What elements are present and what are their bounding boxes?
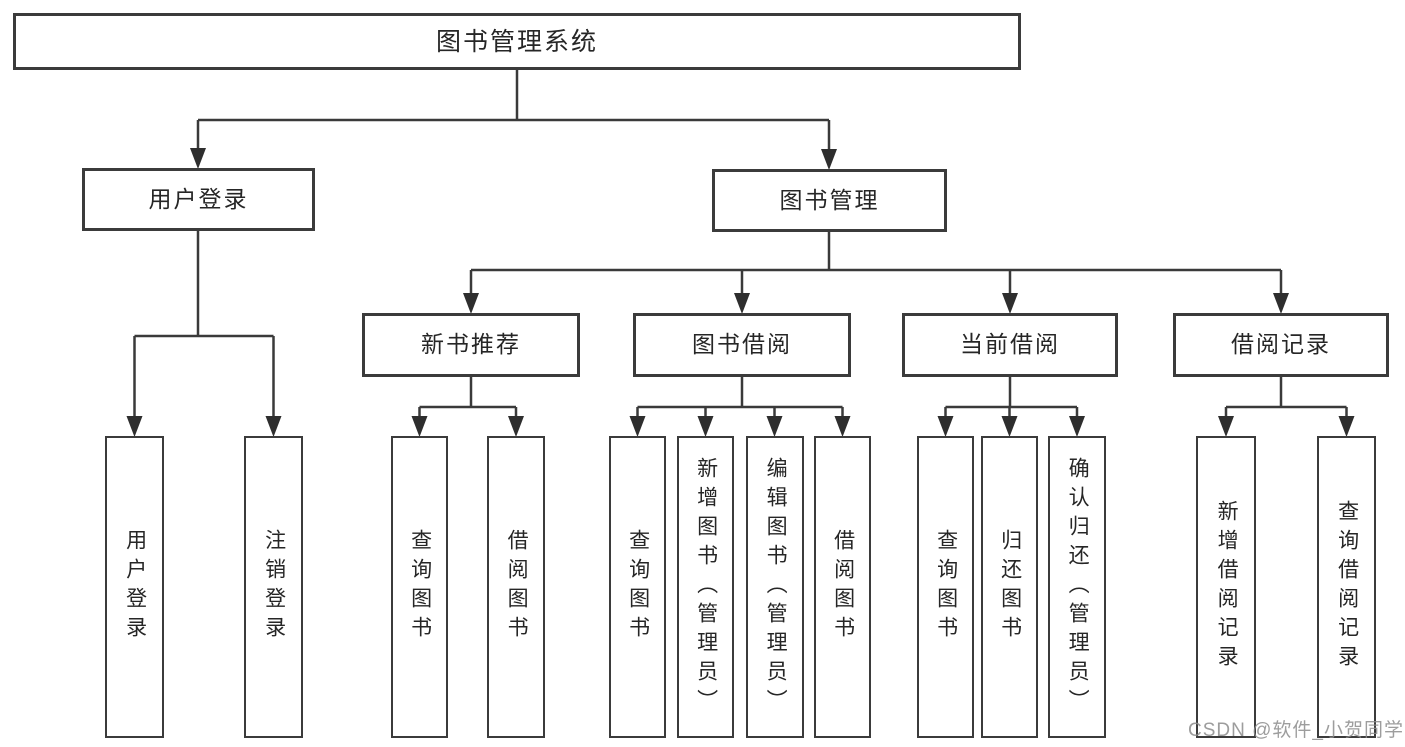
leaf-add-books-admin: 新增图书（管理员） [677,436,734,738]
leaf-add-borrow-record: 新增借阅记录 [1196,436,1256,738]
leaf-label: 借阅图书 [831,529,855,645]
leaf-confirm-return-admin: 确认归还（管理员） [1048,436,1106,738]
node-current-borrowing: 当前借阅 [902,313,1118,377]
leaf-borrow-books: 借阅图书 [814,436,871,738]
leaf-label: 注销登录 [262,529,286,645]
leaf-logout: 注销登录 [244,436,303,738]
leaf-query-books-current: 查询图书 [917,436,974,738]
leaf-label: 编辑图书（管理员） [764,456,788,718]
watermark: CSDN @软件_小贺同学 [1188,720,1404,741]
leaf-label: 查询图书 [626,529,650,645]
leaf-edit-books-admin: 编辑图书（管理员） [746,436,804,738]
leaf-label: 新增图书（管理员） [694,456,718,718]
leaf-label: 查询借阅记录 [1335,500,1359,674]
leaf-query-books-borrowing: 查询图书 [609,436,666,738]
node-user-login: 用户登录 [82,168,315,231]
node-book-borrowing: 图书借阅 [633,313,851,377]
leaf-label: 新增借阅记录 [1215,500,1239,674]
leaf-label: 确认归还（管理员） [1066,456,1090,718]
leaf-query-borrow-record: 查询借阅记录 [1317,436,1376,738]
leaf-return-books: 归还图书 [981,436,1038,738]
leaf-user-login: 用户登录 [105,436,164,738]
leaf-label: 归还图书 [998,529,1022,645]
node-book-management: 图书管理 [712,169,947,232]
node-new-book-recommendation: 新书推荐 [362,313,580,377]
leaf-label: 查询图书 [934,529,958,645]
leaf-label: 查询图书 [408,529,432,645]
node-borrowing-records: 借阅记录 [1173,313,1389,377]
leaf-borrow-books-recommend: 借阅图书 [487,436,545,738]
leaf-label: 借阅图书 [505,529,529,645]
node-library-management-system: 图书管理系统 [13,13,1021,70]
leaf-query-books-recommend: 查询图书 [391,436,448,738]
leaf-label: 用户登录 [123,529,147,645]
tree-edges [133,70,1348,420]
